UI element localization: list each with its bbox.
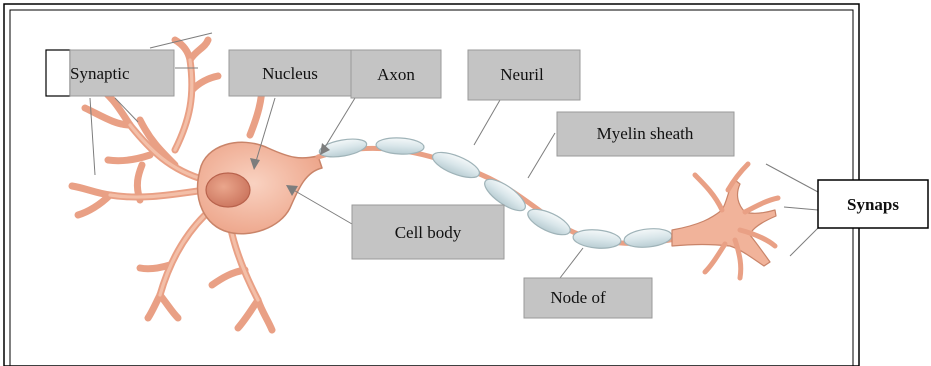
- label-synaptic: Synaptic: [46, 50, 174, 96]
- myelin-sheath-label-text: Myelin sheath: [597, 124, 694, 143]
- label-node-of: Node of: [524, 278, 652, 318]
- node-of-label-text: Node of: [550, 288, 606, 307]
- axon-label-text: Axon: [377, 65, 415, 84]
- label-myelin-sheath: Myelin sheath: [557, 112, 734, 156]
- label-synaps: Synaps: [818, 180, 928, 228]
- nucleus-label-text: Nucleus: [262, 64, 318, 83]
- cell-body-label-text: Cell body: [395, 223, 462, 242]
- synaps-label-text: Synaps: [847, 195, 899, 214]
- label-nucleus: Nucleus: [229, 50, 351, 96]
- neuril-label-text: Neuril: [500, 65, 544, 84]
- label-cell-body: Cell body: [352, 205, 504, 259]
- label-neuril: Neuril: [468, 50, 580, 100]
- axon-terminal-shape: [672, 180, 776, 266]
- nucleus-shape: [206, 173, 250, 207]
- label-axon: Axon: [351, 50, 441, 98]
- synaptic-label-text: Synaptic: [70, 64, 130, 83]
